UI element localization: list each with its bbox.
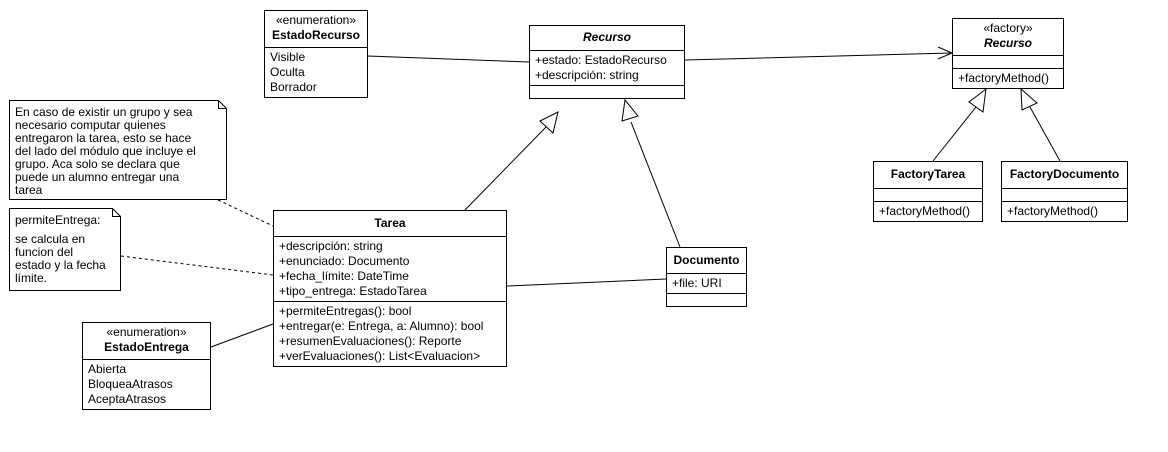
operation: +permiteEntregas(): bool — [279, 304, 412, 318]
class-header: «enumeration» EstadoEntrega — [83, 323, 210, 360]
attribute: +descripción: string — [535, 68, 639, 82]
note-line: permiteEntrega: — [15, 213, 101, 227]
attribute: +file: URI — [672, 276, 722, 290]
note-line: En caso de existir un grupo y sea — [15, 105, 193, 119]
note-line: estado y la fecha — [15, 258, 106, 272]
class-header: «factory» Recurso — [953, 19, 1063, 56]
class-name: FactoryTarea — [890, 167, 966, 181]
note-shape — [9, 208, 121, 291]
note-line: límite. — [15, 271, 48, 285]
operations-section: +permiteEntregas(): bool +entregar(e: En… — [274, 302, 506, 366]
generalization-arrowhead — [621, 98, 639, 122]
enum-value: Visible — [270, 50, 306, 64]
operation: +verEvaluaciones(): List<Evaluacion> — [279, 349, 481, 363]
operation: +factoryMethod() — [1007, 204, 1099, 218]
operations-section: +factoryMethod() — [953, 69, 1063, 88]
class-name: Recurso — [983, 36, 1033, 50]
recurso-class[interactable]: Recurso +estado: EstadoRecurso +descripc… — [529, 25, 685, 99]
class-stereotype: «enumeration» — [275, 13, 357, 27]
operation: +factoryMethod() — [879, 204, 971, 218]
note-line: tarea — [15, 183, 43, 197]
operation: +entregar(e: Entrega, a: Alumno): bool — [279, 319, 484, 333]
operation: +factoryMethod() — [958, 71, 1050, 85]
note-text: En caso de existir un grupo y sea necesa… — [9, 100, 227, 201]
note-permite-entrega[interactable]: permiteEntrega: se calcula en funcion de… — [9, 208, 121, 291]
class-name: EstadoEntrega — [104, 340, 189, 354]
note-anchor-grupo — [217, 199, 274, 227]
note-line: necesario computar quienes — [15, 118, 166, 132]
note-line: del lado del módulo que incluye el — [15, 144, 196, 158]
note-line: funcion del — [15, 245, 74, 259]
class-name: Documento — [673, 253, 740, 267]
association-estado-recurso — [366, 55, 530, 63]
factory-tarea-class[interactable]: FactoryTarea +factoryMethod() — [873, 161, 983, 222]
attribute: +estado: EstadoRecurso — [535, 53, 667, 67]
note-grupo[interactable]: En caso de existir un grupo y sea necesa… — [9, 100, 227, 200]
estado-recurso-class[interactable]: «enumeration» EstadoRecurso Visible Ocul… — [264, 10, 368, 98]
generalization-tarea-recurso — [464, 124, 549, 211]
factory-documento-class[interactable]: FactoryDocumento +factoryMethod() — [1001, 161, 1128, 222]
note-line: grupo. Aca solo se declara que — [15, 157, 180, 171]
operations-section: +factoryMethod() — [874, 202, 982, 221]
class-header: «enumeration» EstadoRecurso — [265, 11, 367, 48]
note-anchor-permite — [120, 255, 274, 276]
documento-class[interactable]: Documento +file: URI — [666, 247, 747, 307]
enum-value: BloqueaAtrasos — [88, 377, 173, 391]
attribute: +enunciado: Documento — [279, 254, 410, 268]
operations-section — [530, 86, 684, 98]
attributes-section — [874, 189, 982, 202]
estado-entrega-class[interactable]: «enumeration» EstadoEntrega Abierta Bloq… — [82, 322, 211, 410]
note-line: entregaron la tarea, esto se hace — [15, 131, 192, 145]
class-stereotype: «enumeration» — [106, 325, 187, 339]
attributes-section: +estado: EstadoRecurso +descripción: str… — [530, 51, 684, 86]
tarea-class[interactable]: Tarea +descripción: string +enunciado: D… — [273, 210, 507, 367]
class-name: EstadoRecurso — [271, 28, 361, 42]
class-stereotype: «factory» — [983, 21, 1033, 35]
class-name: Tarea — [374, 216, 406, 230]
generalization-factorydocumento — [1029, 106, 1061, 162]
operation: +resumenEvaluaciones(): Reporte — [279, 334, 462, 348]
attribute: +fecha_límite: DateTime — [279, 269, 409, 283]
class-name: FactoryDocumento — [1009, 167, 1120, 181]
attributes-section — [1002, 189, 1127, 202]
enum-value: AceptaAtrasos — [88, 392, 167, 406]
association-tarea-documento — [506, 278, 667, 287]
enum-values: Abierta BloqueaAtrasos AceptaAtrasos — [83, 360, 210, 409]
enum-value: Abierta — [88, 362, 127, 376]
association-recurso-factory — [684, 52, 953, 61]
operations-section: +factoryMethod() — [1002, 202, 1127, 221]
note-shape — [9, 100, 227, 200]
generalization-documento-recurso — [630, 121, 681, 248]
note-line: se calcula en — [15, 232, 86, 246]
note-text: permiteEntrega: se calcula en funcion de… — [9, 208, 121, 289]
operations-section — [667, 294, 746, 306]
enum-value: Oculta — [270, 65, 305, 79]
class-header: FactoryTarea — [874, 162, 982, 189]
enum-values: Visible Oculta Borrador — [265, 48, 367, 97]
attributes-section — [953, 56, 1063, 69]
class-name: Recurso — [582, 30, 632, 44]
generalization-factorytarea — [932, 106, 977, 162]
note-line: puede un alumno entregar una — [15, 170, 180, 184]
class-header: Recurso — [530, 26, 684, 51]
generalization-arrowhead — [539, 111, 559, 134]
association-estadoentrega-tarea — [210, 323, 274, 348]
attribute: +tipo_entrega: EstadoTarea — [279, 284, 427, 298]
factory-recurso-class[interactable]: «factory» Recurso +factoryMethod() — [952, 18, 1064, 89]
generalization-arrowhead — [968, 87, 987, 113]
class-header: FactoryDocumento — [1002, 162, 1127, 189]
attributes-section: +file: URI — [667, 274, 746, 294]
generalization-arrowhead — [1020, 87, 1038, 111]
class-header: Documento — [667, 248, 746, 274]
enum-value: Borrador — [270, 80, 317, 94]
attributes-section: +descripción: string +enunciado: Documen… — [274, 237, 506, 302]
attribute: +descripción: string — [279, 239, 383, 253]
class-header: Tarea — [274, 211, 506, 237]
